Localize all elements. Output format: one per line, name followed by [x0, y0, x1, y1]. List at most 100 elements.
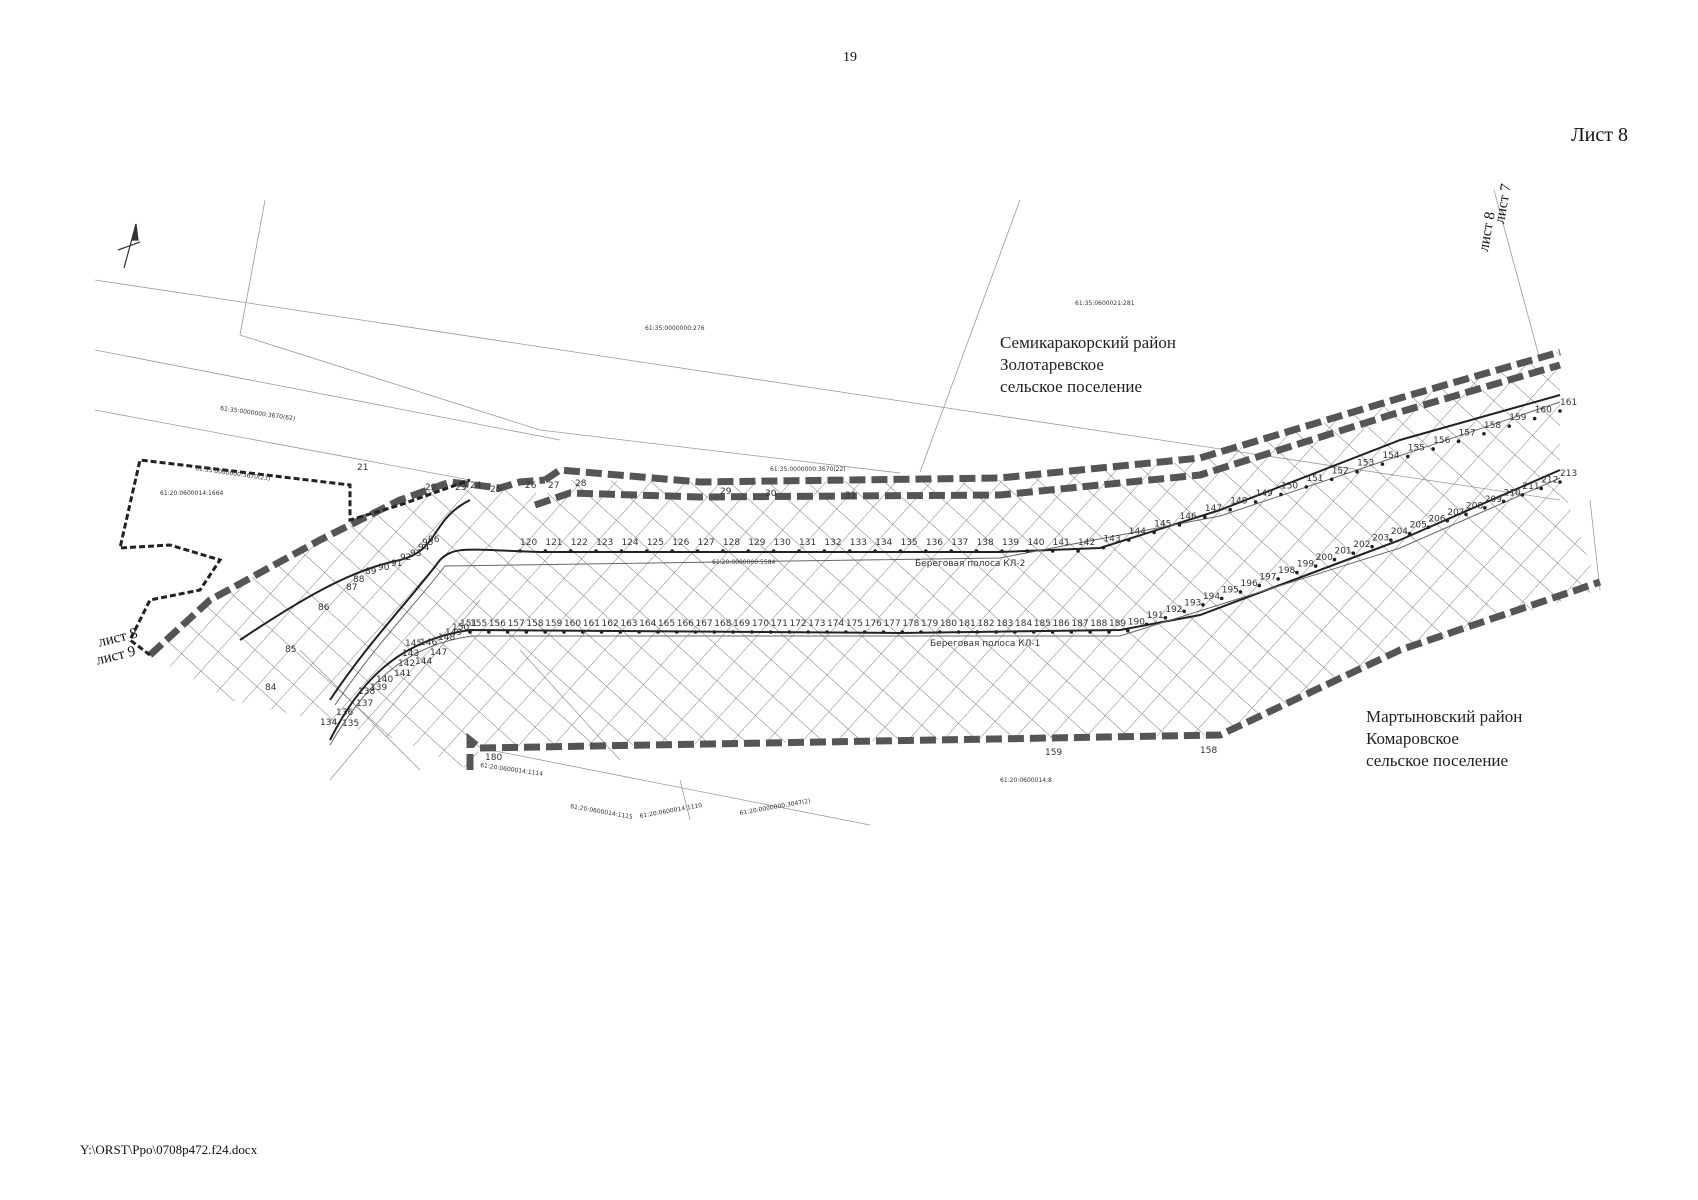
point-label-lower: 213 [1560, 469, 1577, 479]
point-label-lower: 207 [1447, 508, 1464, 518]
point-label-lower: 188 [1090, 619, 1107, 629]
point-label-upper: 154 [1382, 451, 1399, 461]
point-label-lower: 172 [789, 619, 806, 629]
boundary-point-label: 28 [575, 479, 587, 489]
boundary-point-label: 22 [425, 483, 436, 493]
point-marker [1069, 630, 1074, 634]
point-label-lower: 210 [1504, 488, 1521, 498]
parcel-label: 61:35:0000000:3670(23) [195, 465, 271, 482]
point-marker [1219, 596, 1224, 601]
point-label-lower: 178 [902, 619, 919, 629]
point-marker [1025, 549, 1030, 553]
point-label-upper: 123 [596, 538, 613, 548]
point-label-upper: 124 [621, 538, 638, 548]
boundary-point-label: 142 [398, 659, 415, 669]
point-label-upper: 141 [1053, 538, 1070, 548]
page-number: 19 [843, 50, 857, 65]
point-marker [518, 549, 522, 553]
point-label-lower: 206 [1428, 514, 1445, 524]
point-marker [1253, 500, 1258, 504]
cable-label-kl1: Береговая полоса КЛ-1 [930, 639, 1040, 649]
point-marker [1406, 454, 1410, 459]
parcel-label: 61:35:0000000:276 [645, 325, 705, 332]
point-marker [1464, 512, 1468, 517]
point-marker [637, 630, 641, 634]
point-marker [1276, 577, 1280, 581]
boundary-point-label: 139 [370, 683, 387, 693]
point-marker [797, 549, 801, 553]
point-label-lower: 166 [677, 619, 694, 629]
point-label-upper: 157 [1459, 428, 1476, 438]
point-marker [1520, 493, 1525, 497]
boundary-point-label: 140 [376, 675, 393, 685]
point-label-upper: 159 [1509, 413, 1526, 423]
point-marker [1228, 507, 1233, 512]
point-label-lower: 201 [1334, 547, 1351, 557]
boundary-point-label: 148 [438, 633, 455, 643]
point-marker [974, 549, 979, 553]
point-marker [1107, 630, 1111, 634]
point-label-upper: 138 [977, 538, 994, 548]
boundary-point-label: 146 [420, 638, 437, 648]
boundary-point-label: 149 [445, 628, 462, 638]
point-label-lower: 209 [1485, 495, 1502, 505]
point-marker [1507, 424, 1512, 428]
parcel-label: 61:35:0000000:3670(22) [770, 466, 846, 473]
point-label-lower: 183 [996, 619, 1013, 629]
point-label-upper: 134 [875, 538, 892, 548]
point-marker [1389, 538, 1393, 542]
boundary-point-label: 93 [410, 549, 421, 559]
point-marker [618, 630, 623, 634]
point-marker [1050, 549, 1055, 553]
point-label-upper: 158 [1484, 421, 1501, 431]
region-top-line-3: сельское поселение [1000, 377, 1143, 396]
point-marker [938, 630, 942, 634]
point-marker [1201, 603, 1205, 607]
point-marker [505, 630, 510, 634]
boundary-point-label: 31 [845, 491, 856, 501]
boundary-point-label: 91 [391, 559, 402, 569]
point-label-lower: 202 [1353, 540, 1370, 550]
point-marker [1279, 492, 1283, 497]
point-label-upper: 153 [1357, 459, 1374, 469]
point-marker [1152, 530, 1156, 535]
boundary-point-label: 30 [765, 489, 777, 499]
point-marker [695, 549, 700, 553]
point-marker [1456, 439, 1461, 444]
region-bottom-line-1: Мартыновский район [1366, 707, 1523, 726]
point-label-lower: 155 [470, 619, 487, 629]
point-label-upper: 139 [1002, 538, 1019, 548]
boundary-point-label: 159 [1045, 748, 1062, 758]
point-label-lower: 200 [1316, 553, 1333, 563]
point-label-lower: 203 [1372, 534, 1389, 544]
boundary-point-label: 136 [336, 708, 353, 718]
parcel-label: 61:20:0600014:8 [1000, 777, 1052, 784]
point-marker [670, 549, 674, 553]
point-marker [1101, 545, 1106, 550]
boundary-point-label: 143 [402, 649, 419, 659]
point-label-lower: 193 [1184, 598, 1201, 608]
boundary-point-label: 94 [418, 543, 430, 553]
point-marker [1426, 525, 1431, 530]
point-label-upper: 151 [1306, 474, 1323, 484]
parcel-label: 61:20:0600014:1115 [570, 803, 634, 821]
boundary-point-label: 92 [400, 553, 411, 563]
point-label-lower: 176 [865, 619, 882, 629]
point-marker [524, 630, 529, 634]
point-marker [562, 630, 566, 634]
point-marker [1203, 515, 1207, 520]
point-label-lower: 167 [696, 619, 713, 629]
point-marker [1182, 609, 1186, 614]
point-label-lower: 163 [620, 619, 637, 629]
point-marker [1304, 485, 1309, 489]
point-label-lower: 174 [827, 619, 844, 629]
point-marker [1295, 570, 1299, 575]
point-label-lower: 212 [1541, 475, 1558, 485]
point-label-lower: 211 [1522, 482, 1539, 492]
point-marker [771, 549, 776, 553]
point-label-upper: 148 [1230, 497, 1247, 507]
point-marker [1370, 544, 1374, 549]
point-marker [881, 630, 886, 634]
point-label-lower: 157 [508, 619, 525, 629]
point-label-lower: 199 [1297, 560, 1314, 570]
